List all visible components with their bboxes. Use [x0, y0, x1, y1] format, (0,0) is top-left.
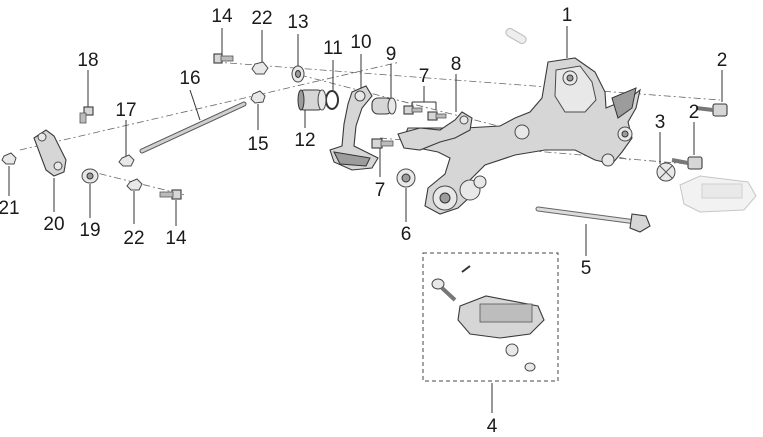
bolt-part-18	[79, 106, 94, 124]
bolt-part-14-bottom	[159, 189, 182, 200]
callout-17: 17	[115, 100, 136, 121]
callout-2-upper: 2	[717, 50, 728, 71]
callout-22-bottom: 22	[123, 228, 144, 249]
nut-part-6	[396, 168, 416, 188]
callout-11: 11	[323, 38, 343, 59]
callout-7-lower: 7	[375, 180, 386, 201]
bushing-part-9	[371, 97, 397, 115]
callout-15: 15	[247, 134, 268, 155]
callout-4: 4	[487, 416, 498, 437]
nut-part-22-top	[251, 61, 269, 75]
callout-18: 18	[77, 50, 98, 71]
bolt-part-7-lower	[371, 138, 394, 149]
callout-16: 16	[179, 68, 200, 89]
callout-20: 20	[43, 214, 64, 235]
link-part-20	[33, 129, 67, 177]
callout-14-bottom: 14	[165, 228, 187, 249]
rod-part-16	[139, 101, 247, 154]
callout-21: 21	[0, 198, 20, 219]
callout-22-top: 22	[251, 8, 272, 29]
washer-part-13	[291, 65, 305, 83]
callout-7-upper: 7	[419, 66, 430, 87]
bolts-part-7-upper	[403, 105, 447, 121]
footpeg-assembly-inset	[422, 252, 559, 382]
nut-part-21	[1, 152, 17, 165]
callout-5: 5	[581, 258, 592, 279]
callout-19: 19	[79, 220, 100, 241]
long-bolt-part-5	[535, 206, 651, 233]
bolt-part-2a	[695, 103, 728, 117]
callout-labels: 1 2 2 3 4 5 6 7 7 8 9 10 11 12 13 14 14 …	[0, 5, 727, 437]
callout-9: 9	[386, 44, 397, 65]
callout-13: 13	[287, 12, 308, 33]
nut-part-15	[250, 90, 266, 104]
brake-pedal-part-10	[329, 85, 379, 171]
callout-10: 10	[350, 32, 371, 53]
nut-part-17	[118, 154, 135, 167]
collar-part-12	[297, 89, 327, 111]
washer-part-19	[81, 168, 99, 184]
callout-14-top: 14	[211, 6, 233, 27]
callout-8: 8	[451, 54, 462, 75]
leader-lines	[8, 26, 723, 413]
bolt-part-14-top	[213, 53, 234, 64]
callout-3: 3	[655, 112, 666, 133]
washer-part-3	[656, 162, 676, 182]
plate-part-8	[397, 111, 473, 151]
bolt-part-2b	[671, 156, 703, 170]
nut-part-22-bottom	[126, 178, 143, 191]
callout-1: 1	[562, 5, 573, 26]
ghost-pin	[505, 28, 527, 44]
callout-2-lower: 2	[689, 102, 700, 123]
callout-6: 6	[401, 224, 412, 245]
o-ring-part-11	[325, 90, 339, 110]
callout-12: 12	[294, 130, 315, 151]
ghost-footpeg	[679, 175, 757, 213]
